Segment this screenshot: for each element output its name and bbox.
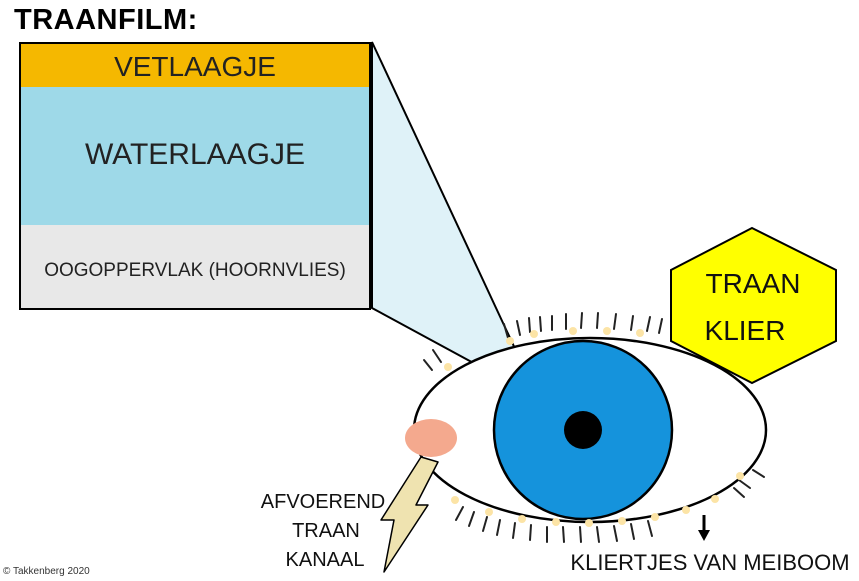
tear-film-layers: VETLAAGJE WATERLAAGJE OOGOPPERVLAK (HOOR…	[20, 43, 370, 309]
pupil	[564, 411, 602, 449]
tear-duct-label-line3: KANAAL	[286, 549, 365, 571]
zoom-cone	[372, 42, 538, 398]
tear-gland-label-line1: TRAAN	[706, 268, 801, 299]
caruncle	[405, 419, 457, 457]
tear-duct-label-line1: AFVOEREND	[261, 491, 385, 513]
meibomian-glands-label: KLIERTJES VAN MEIBOOM	[570, 550, 849, 575]
tear-duct-label-line2: TRAAN	[292, 520, 360, 542]
water-layer-label: WATERLAAGJE	[85, 138, 305, 171]
copyright-notice: © Takkenberg 2020	[3, 566, 90, 577]
surface-layer-label: OOGOPPERVLAK (HOORNVLIES)	[44, 260, 346, 281]
tear-gland-label-line2: KLIER	[705, 315, 786, 346]
meibomian-arrow	[698, 515, 710, 541]
tear-duct	[381, 457, 438, 572]
lipid-layer-label: VETLAAGJE	[114, 51, 276, 82]
